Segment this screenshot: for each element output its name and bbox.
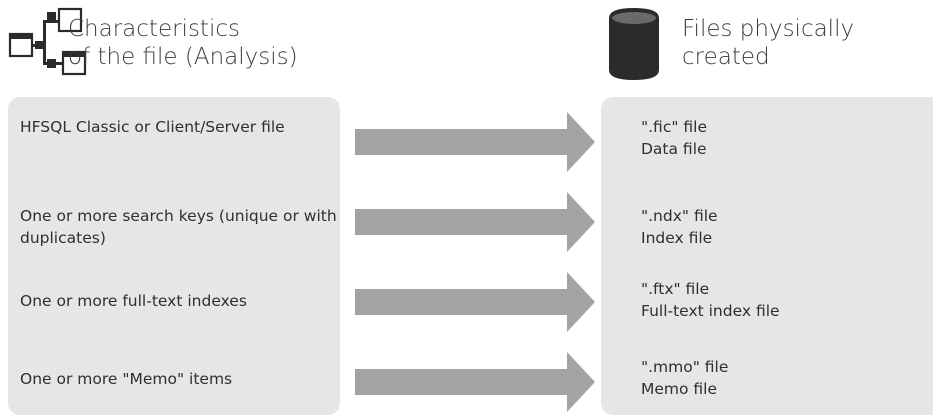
- file-name: ".ndx" file: [641, 207, 718, 225]
- left-column-heading: Characteristics of the file (Analysis): [68, 15, 298, 71]
- created-file-fic: ".fic" file Data file: [641, 116, 931, 160]
- characteristic-fulltext-indexes: One or more full-text indexes: [20, 292, 247, 310]
- right-heading-line2: created: [682, 44, 770, 70]
- file-description: Full-text index file: [641, 302, 780, 320]
- file-description: Index file: [641, 229, 713, 247]
- arrow-right-icon: [355, 192, 595, 252]
- right-column-heading: Files physically created: [682, 15, 854, 71]
- file-description: Memo file: [641, 380, 718, 398]
- right-heading-line1: Files physically: [682, 16, 855, 42]
- file-description: Data file: [641, 140, 707, 158]
- arrow-right-icon: [355, 112, 595, 172]
- left-heading-line2: of the file (Analysis): [68, 44, 298, 70]
- characteristic-classic-file: HFSQL Classic or Client/Server file: [20, 118, 285, 136]
- characteristic-search-keys: One or more search keys (unique or with …: [20, 207, 337, 247]
- created-file-ftx: ".ftx" file Full-text index file: [641, 278, 931, 322]
- left-heading-line1: Characteristics: [68, 16, 240, 42]
- created-file-mmo: ".mmo" file Memo file: [641, 356, 931, 400]
- arrow-right-icon: [355, 272, 595, 332]
- arrow-right-icon: [355, 352, 595, 412]
- file-name: ".mmo" file: [641, 358, 729, 376]
- created-file-ndx: ".ndx" file Index file: [641, 205, 931, 249]
- created-files-panel: [601, 97, 933, 415]
- characteristic-memo-items: One or more "Memo" items: [20, 370, 233, 388]
- file-name: ".ftx" file: [641, 280, 710, 298]
- analysis-structure-icon: [8, 7, 87, 76]
- characteristics-panel: [8, 97, 340, 415]
- file-name: ".fic" file: [641, 118, 708, 136]
- database-icon: [609, 8, 659, 80]
